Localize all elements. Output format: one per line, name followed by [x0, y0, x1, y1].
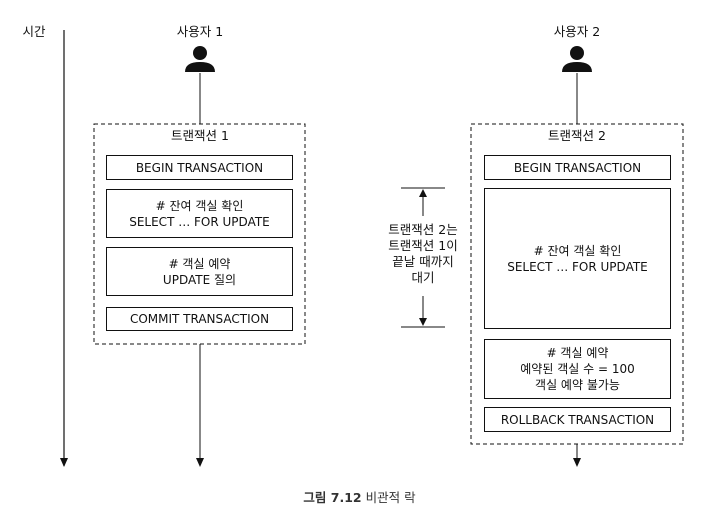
tx1-step-select-comment: # 잔여 객실 확인	[155, 198, 244, 213]
time-axis-label: 시간	[22, 24, 46, 39]
tx2-step-select: # 잔여 객실 확인 SELECT … FOR UPDATE	[484, 188, 671, 329]
tx2-step-select-comment: # 잔여 객실 확인	[533, 243, 622, 258]
tx2-title: 트랜잭션 2	[548, 128, 606, 143]
wait-bracket	[401, 187, 445, 328]
tx2-step-reserve-count: 예약된 객실 수 = 100	[520, 362, 635, 376]
tx2-step-reserve-result: 객실 예약 불가능	[535, 378, 620, 392]
tx2-step-reserve-comment: # 객실 예약	[546, 346, 609, 360]
tx2-step-begin: BEGIN TRANSACTION	[484, 155, 671, 180]
figure-title: 비관적 락	[365, 490, 416, 505]
tx2-container	[470, 123, 684, 445]
tx2-step-begin-line: BEGIN TRANSACTION	[513, 160, 642, 175]
user2-icon	[562, 46, 592, 72]
wait-note-line: 트랜잭션 1이	[388, 238, 458, 253]
user2-label: 사용자 2	[553, 24, 601, 39]
tx1-step-begin: BEGIN TRANSACTION	[106, 155, 293, 180]
tx1-step-update: # 객실 예약 UPDATE 질의	[106, 247, 293, 296]
tx1-step-select: # 잔여 객실 확인 SELECT … FOR UPDATE	[106, 189, 293, 238]
tx1-step-select-query: SELECT … FOR UPDATE	[129, 214, 270, 229]
tx1-title: 트랜잭션 1	[171, 128, 229, 143]
tx2-step-rollback-line: ROLLBACK TRANSACTION	[500, 412, 655, 427]
user1-icon	[185, 46, 215, 72]
tx1-step-commit: COMMIT TRANSACTION	[106, 307, 293, 331]
figure-caption: 그림 7.12 비관적 락	[0, 487, 719, 506]
tx1-container	[93, 123, 306, 345]
user1-label: 사용자 1	[176, 24, 224, 39]
wait-note-line: 끝날 때까지	[392, 254, 454, 269]
tx1-step-update-comment: # 객실 예약	[168, 256, 231, 271]
tx1-step-begin-line: BEGIN TRANSACTION	[135, 160, 264, 175]
tx1-step-commit-line: COMMIT TRANSACTION	[129, 312, 270, 326]
wait-note-line: 대기	[411, 270, 435, 285]
tx2-step-rollback: ROLLBACK TRANSACTION	[484, 407, 671, 432]
wait-note-line: 트랜잭션 2는	[388, 222, 458, 237]
tx1-step-update-query: UPDATE 질의	[162, 272, 237, 287]
tx2-step-reserve: # 객실 예약 예약된 객실 수 = 100 객실 예약 불가능	[484, 339, 671, 399]
wait-note: 트랜잭션 2는 트랜잭션 1이 끝날 때까지 대기	[368, 222, 478, 286]
figure-number: 그림 7.12	[303, 490, 362, 505]
tx2-step-select-query: SELECT … FOR UPDATE	[507, 259, 648, 274]
